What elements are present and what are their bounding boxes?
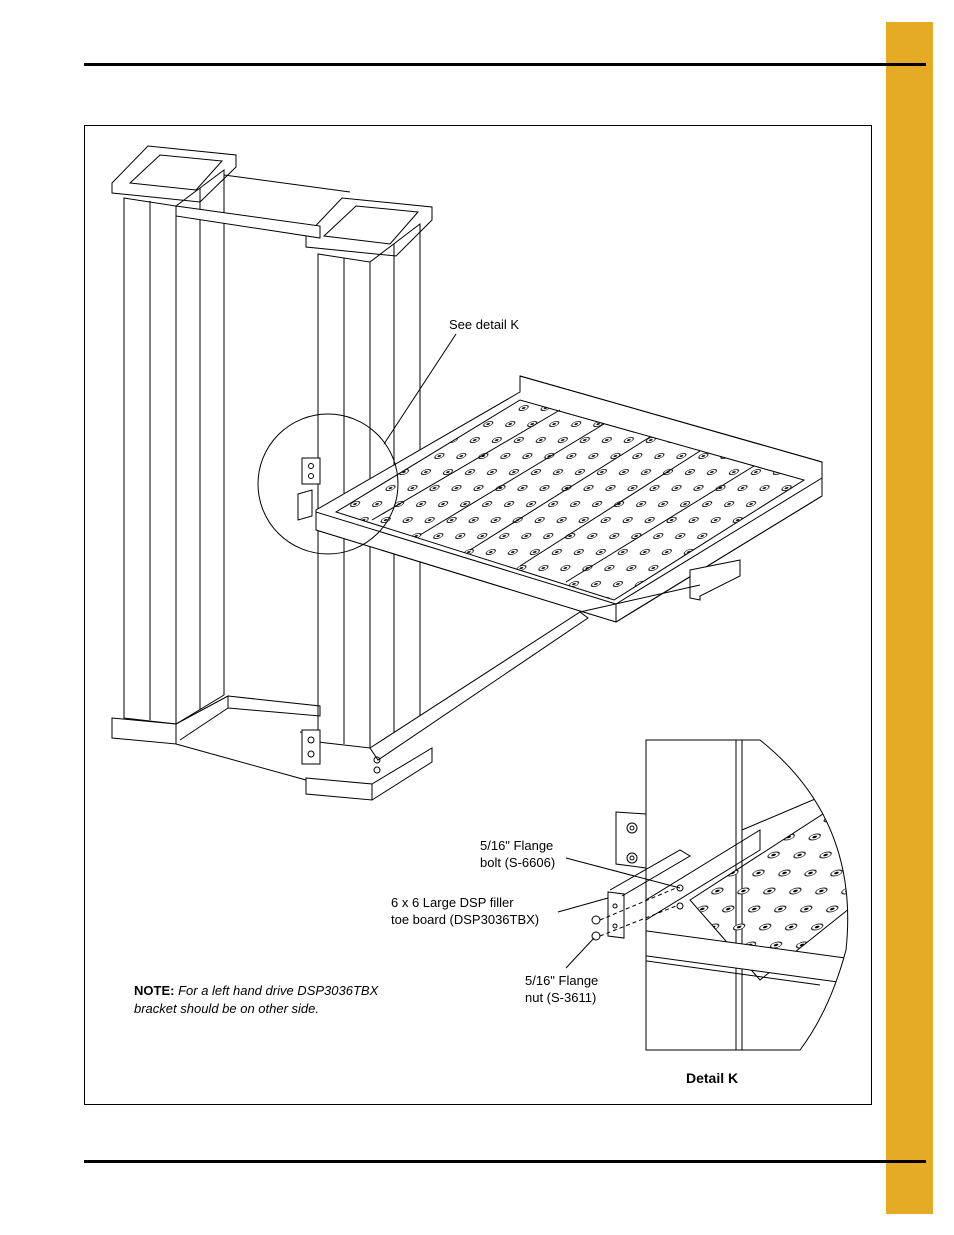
note-line2: bracket should be on other side.: [134, 1001, 320, 1016]
note-line1: For a left hand drive DSP3036TBX: [178, 983, 379, 998]
detail-k-bracket: [591, 811, 691, 941]
footer-rule: [84, 1160, 926, 1163]
note-text: NOTE: For a left hand drive DSP3036TBX b…: [134, 982, 378, 1018]
figure-frame: [84, 125, 872, 1105]
left-leg-body: [123, 169, 225, 725]
cross-channel: [175, 174, 351, 239]
right-leg-top-flange: [305, 197, 433, 257]
flange-bolt-label-line1: 5/16" Flange: [480, 838, 554, 853]
leader-flange-nut: [565, 937, 595, 969]
see-detail-label: See detail K: [449, 317, 520, 332]
base-frame: [111, 611, 589, 801]
detail-k-view: [646, 740, 848, 1050]
flange-nut-label-line2: nut (S-3611): [525, 990, 597, 1005]
platform: [315, 375, 823, 623]
chapter-tab: [886, 22, 933, 1214]
note-prefix: NOTE:: [134, 983, 175, 998]
detail-k-boundary: [645, 739, 849, 1051]
flange-nut-label-line1: 5/16" Flange: [525, 973, 599, 988]
filler-label-line2: toe board (DSP3036TBX): [391, 912, 540, 927]
detail-k-title: Detail K: [686, 1070, 739, 1086]
leader-filler: [557, 897, 609, 913]
filler-label-line1: 6 x 6 Large DSP filler: [391, 895, 514, 910]
flange-bolt-label-line2: bolt (S-6606): [480, 855, 556, 870]
left-leg-top-flange: [111, 145, 237, 203]
header-rule: [84, 63, 926, 66]
detail-k-callout-circle: [257, 333, 457, 555]
leader-flange-bolt: [565, 857, 681, 889]
